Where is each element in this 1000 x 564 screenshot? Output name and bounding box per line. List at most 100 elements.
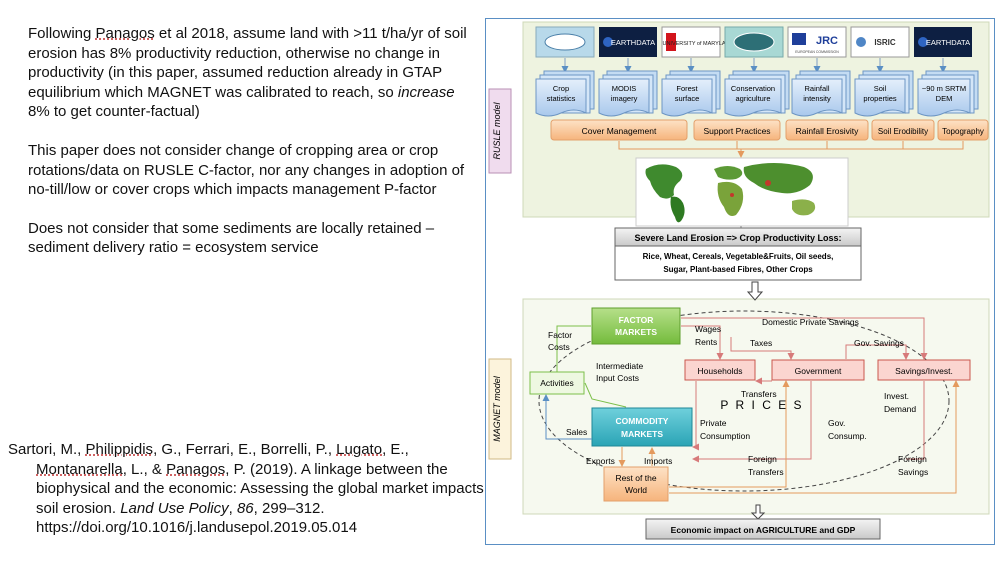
- svg-text:Crop: Crop: [553, 84, 569, 93]
- increase-emphasis: increase: [397, 83, 455, 101]
- svg-text:surface: surface: [675, 94, 700, 103]
- map-europe: [714, 166, 743, 180]
- arrow-gov-savings: [845, 344, 910, 360]
- savings-invest-box: [877, 359, 971, 381]
- factor-to-map-arrows: [618, 141, 964, 158]
- arrow-sales: [542, 394, 592, 440]
- arrow-intermediate: [584, 382, 627, 408]
- arrow-factor-costs: [556, 325, 591, 372]
- svg-text:Soil Erodibility: Soil Erodibility: [878, 127, 928, 136]
- svg-text:Severe Land Erosion => Crop Pr: Severe Land Erosion => Crop Productivity…: [634, 233, 841, 243]
- journal-name: Land Use Policy: [120, 499, 229, 517]
- rusle-model-label: RUSLE model: [492, 101, 502, 159]
- rest-of-world-box: [603, 466, 669, 502]
- map-australia: [792, 199, 816, 216]
- svg-text:Activities: Activities: [540, 378, 574, 388]
- crops-list-box: [614, 245, 862, 281]
- factor-support-practices: [693, 119, 781, 141]
- doc-crop-statistics: Crop statistics: [535, 70, 595, 117]
- svg-text:Rainfall: Rainfall: [804, 84, 829, 93]
- logo-arrows: [561, 58, 947, 73]
- panagos-ref: Panagos: [95, 25, 155, 42]
- economic-impact-box: [645, 518, 881, 540]
- map-africa: [717, 181, 744, 216]
- svg-text:Rainfall Erosivity: Rainfall Erosivity: [796, 126, 860, 136]
- svg-text:COMMODITY: COMMODITY: [616, 416, 669, 426]
- svg-text:Domestic Private Savings: Domestic Private Savings: [762, 317, 859, 327]
- svg-text:Consump.: Consump.: [828, 431, 867, 441]
- down-arrow-icon-2: [750, 504, 766, 520]
- svg-text:Households: Households: [698, 366, 743, 376]
- svg-text:intensity: intensity: [803, 94, 831, 103]
- svg-text:Gov. Savings: Gov. Savings: [854, 338, 904, 348]
- flow-arrows: [542, 317, 960, 494]
- data-source-docs: Crop statistics MODIS imagery Forest sur…: [535, 70, 979, 117]
- arrow-invest-demand: [906, 381, 925, 460]
- svg-text:UNIVERSITY of MARYLAND: UNIVERSITY of MARYLAND: [662, 41, 733, 47]
- factor-cover-management: [550, 119, 688, 141]
- figure-diagram: RUSLE model MAGNET model EARTHDATA UNIVE…: [488, 21, 990, 540]
- svg-text:Savings/Invest.: Savings/Invest.: [895, 366, 953, 376]
- svg-text:Factor: Factor: [548, 330, 572, 340]
- logo-usda-emblem-icon: [544, 33, 586, 51]
- arrow-private-consumption: [692, 381, 699, 451]
- households-box: [684, 359, 756, 381]
- svg-text:Imports: Imports: [644, 456, 672, 466]
- svg-text:EUROPEAN COMMISSION: EUROPEAN COMMISSION: [795, 50, 839, 54]
- arrow-domestic-savings: [681, 317, 928, 360]
- factor-topography: [937, 119, 989, 141]
- arrow-taxes: [730, 337, 795, 360]
- arrow-foreign-transfers: [669, 380, 790, 488]
- svg-text:Cover Management: Cover Management: [582, 126, 657, 136]
- svg-text:Forest: Forest: [676, 84, 698, 93]
- svg-text:~90 m SRTM: ~90 m SRTM: [922, 84, 966, 93]
- svg-text:Foreign: Foreign: [748, 454, 777, 464]
- svg-text:statistics: statistics: [547, 94, 576, 103]
- svg-text:Exports: Exports: [586, 456, 615, 466]
- factor-soil-erodibility: [871, 119, 935, 141]
- svg-text:Rents: Rents: [695, 337, 717, 347]
- svg-text:Private: Private: [700, 418, 727, 428]
- map-erosion-hotspot: [765, 180, 771, 186]
- svg-text:Foreign: Foreign: [898, 454, 927, 464]
- maryland-shield-icon: [666, 33, 676, 51]
- svg-text:Economic impact on AGRICULTURE: Economic impact on AGRICULTURE and GDP: [671, 525, 856, 535]
- doc-srtm-dem: ~90 m SRTM DEM: [917, 70, 979, 117]
- svg-text:JRC: JRC: [816, 35, 838, 47]
- circular-flow-loop: [538, 310, 950, 492]
- svg-text:Intermediate: Intermediate: [596, 361, 644, 371]
- map-asia: [743, 163, 813, 194]
- svg-text:Costs: Costs: [548, 342, 570, 352]
- factor-markets-box: [591, 307, 681, 345]
- rusle-factors: Cover Management Support Practices Rainf…: [550, 119, 989, 141]
- rusle-magnet-figure: RUSLE model MAGNET model EARTHDATA UNIVE…: [485, 18, 995, 545]
- svg-text:EARTHDATA: EARTHDATA: [611, 38, 655, 47]
- svg-text:imagery: imagery: [611, 94, 638, 103]
- svg-text:MARKETS: MARKETS: [615, 327, 657, 337]
- svg-text:Rice, Wheat, Cereals, Vegetabl: Rice, Wheat, Cereals, Vegetable&Fruits, …: [643, 252, 834, 261]
- magnet-model-label: MAGNET model: [492, 375, 502, 442]
- svg-text:Taxes: Taxes: [750, 338, 772, 348]
- notes-panel: Following Panagos et al 2018, assume lan…: [28, 24, 468, 277]
- svg-text:Savings: Savings: [898, 467, 928, 477]
- magnet-label-box: [488, 358, 512, 460]
- nasa-meatball-icon-2: [918, 37, 928, 47]
- svg-text:ISRIC: ISRIC: [874, 38, 896, 47]
- svg-text:Demand: Demand: [884, 404, 916, 414]
- down-arrow-icon: [746, 281, 764, 301]
- svg-text:MODIS: MODIS: [612, 84, 637, 93]
- svg-text:Soil: Soil: [874, 84, 887, 93]
- svg-text:Government: Government: [795, 366, 842, 376]
- nasa-meatball-icon: [603, 37, 613, 47]
- arrow-gov-consumption: [692, 381, 812, 463]
- logo-row: EARTHDATA UNIVERSITY of MARYLAND JRC EUR…: [535, 26, 972, 58]
- note-sediments: Does not consider that some sediments ar…: [28, 219, 435, 257]
- doc-forest-surface: Forest surface: [661, 70, 721, 117]
- flow-labels: Factor Costs Wages Rents Domestic Privat…: [548, 317, 928, 477]
- svg-text:properties: properties: [863, 94, 897, 103]
- arrow-wages-rents: [681, 325, 724, 360]
- rusle-label-box: [488, 88, 512, 174]
- note-cropping: This paper does not consider change of c…: [28, 141, 465, 199]
- svg-text:Transfers: Transfers: [748, 467, 784, 477]
- svg-text:Wages: Wages: [695, 324, 721, 334]
